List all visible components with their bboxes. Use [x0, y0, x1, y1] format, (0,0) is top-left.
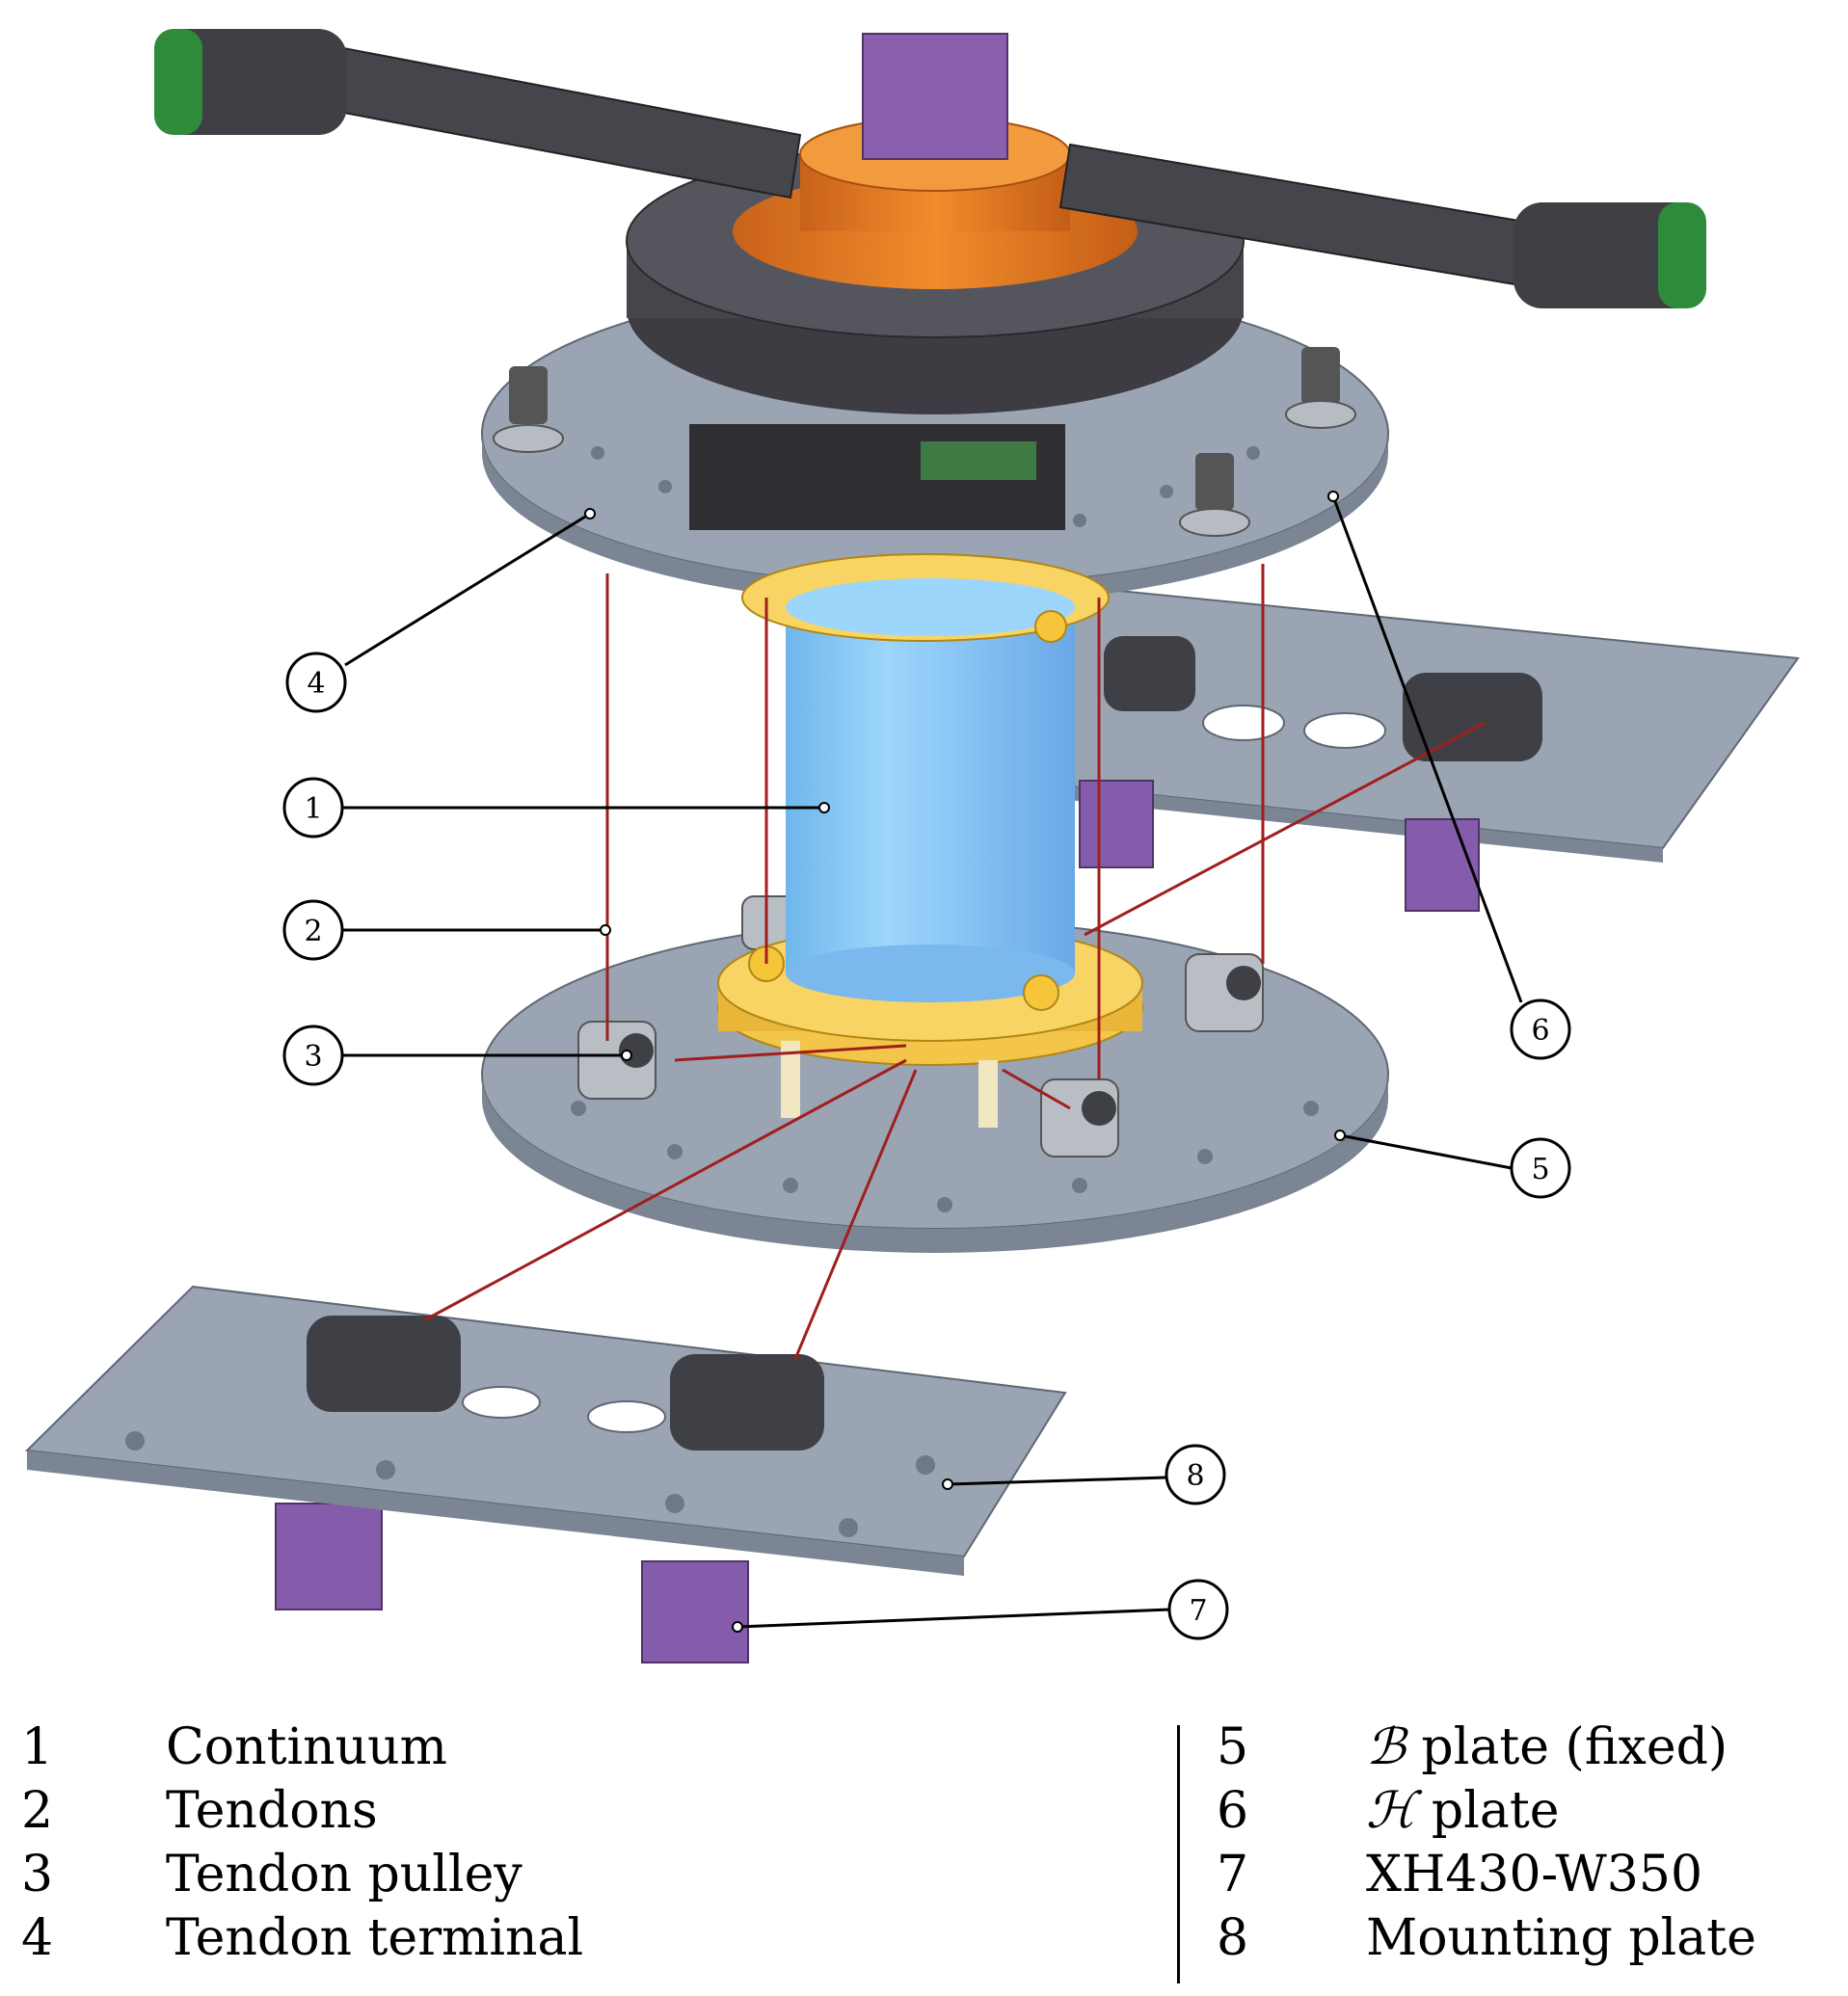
motor [1405, 818, 1480, 912]
motor [641, 1560, 749, 1663]
callout-leaders [342, 495, 1523, 1629]
legend-number: 5 [1217, 1718, 1249, 1776]
rotary-actuator [626, 33, 1245, 414]
legend-number: 7 [1217, 1846, 1249, 1903]
legend-row: 1 Continuum [21, 1716, 583, 1779]
legend-symbol: ℋ [1366, 1782, 1416, 1840]
legend-label: Tendon pulley [166, 1846, 522, 1903]
pulley-housing [1104, 636, 1195, 711]
legend-row: 4 Tendon terminal [21, 1906, 583, 1970]
callout-4-label: 4 [307, 667, 325, 701]
legend-label: Tendon terminal [166, 1909, 584, 1967]
legend-row: 7 XH430-W350 [1217, 1843, 1756, 1906]
callout-2-label: 2 [304, 915, 322, 948]
legend-row: 3 Tendon pulley [21, 1843, 583, 1906]
callout-2: 2 [282, 899, 344, 961]
legend-label: plate [1415, 1782, 1560, 1840]
continuum [717, 553, 1143, 1128]
legend-number: 6 [1217, 1782, 1249, 1840]
legend-label: XH430-W350 [1366, 1846, 1703, 1903]
parts-legend: 1 Continuum 2 Tendons 3 Tendon pulley 4 Tend… [0, 1706, 1848, 1995]
legend-label: Mounting plate [1366, 1909, 1756, 1967]
legend-label: Tendons [166, 1782, 378, 1840]
callout-7: 7 [1167, 1579, 1229, 1640]
legend-number: 2 [21, 1782, 54, 1840]
legend-number: 4 [21, 1909, 54, 1967]
callout-3: 3 [282, 1025, 344, 1086]
pulley-housing [670, 1354, 824, 1450]
legend-row: 5 ℬ plate (fixed) [1217, 1716, 1756, 1779]
legend-row: 8 Mounting plate [1217, 1906, 1756, 1970]
left-mounting-plate [24, 1285, 1067, 1663]
legend-number: 3 [21, 1846, 54, 1903]
legend-row: 2 Tendons [21, 1779, 583, 1843]
motor [1079, 780, 1154, 868]
legend-label: plate (fixed) [1405, 1718, 1728, 1776]
b-plate [481, 895, 1389, 1253]
pulley-housing [1403, 673, 1542, 761]
exploded-assembly-diagram: 1 2 3 4 5 6 7 8 [24, 29, 1800, 1663]
legend-symbol: ℬ [1366, 1718, 1406, 1776]
callout-6-label: 6 [1531, 1014, 1549, 1048]
legend-number: 1 [21, 1718, 54, 1776]
motor [275, 1503, 383, 1610]
callout-1-label: 1 [304, 792, 322, 826]
callout-6: 6 [1510, 998, 1571, 1060]
legend-number: 8 [1217, 1909, 1249, 1967]
legend-right-column: 5 ℬ plate (fixed) 6 ℋ plate 7 XH430-W350 8 M… [1217, 1716, 1756, 1970]
legend-divider [1177, 1725, 1180, 1983]
callout-8: 8 [1165, 1444, 1226, 1505]
top-motor [862, 33, 1008, 160]
tendons [423, 564, 1486, 1360]
callout-anchors [584, 491, 1346, 1633]
legend-left-column: 1 Continuum 2 Tendons 3 Tendon pulley 4 Tend… [21, 1716, 583, 1970]
legend-label: Continuum [166, 1718, 447, 1776]
callout-8-label: 8 [1186, 1459, 1204, 1493]
counterweight-arm [154, 29, 1706, 308]
legend-row: 6 ℋ plate [1217, 1779, 1756, 1843]
callout-4: 4 [285, 652, 347, 713]
callout-1: 1 [282, 777, 344, 838]
callout-5-label: 5 [1531, 1153, 1549, 1186]
callout-7-label: 7 [1189, 1594, 1207, 1628]
pulley-housing [307, 1316, 461, 1412]
callout-3-label: 3 [304, 1040, 322, 1074]
callout-5: 5 [1510, 1137, 1571, 1199]
